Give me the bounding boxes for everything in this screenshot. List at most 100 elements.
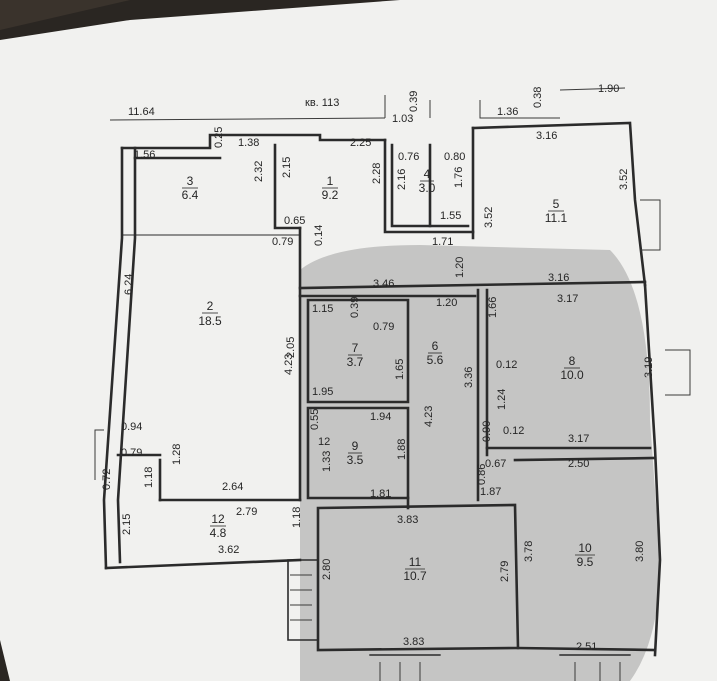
dimension-label: 2.25: [350, 137, 371, 149]
room-7-id: 7: [352, 341, 359, 355]
dimension-label: 2.15: [281, 157, 293, 178]
dimension-label: 0.90: [481, 421, 493, 442]
dimension-label: 2.15: [121, 514, 133, 535]
dimension-label: 2.80: [321, 559, 333, 580]
room-2-id: 2: [207, 299, 214, 313]
dimension-label: 1.94: [370, 411, 391, 423]
dimension-label: 0.39: [408, 91, 420, 112]
room-1-area: 9.2: [322, 188, 339, 202]
room-9-id: 9: [352, 439, 359, 453]
dimension-label: 0.38: [532, 87, 544, 108]
dimension-label: 1.81: [370, 488, 391, 500]
dimension-label: 2.05: [285, 337, 297, 358]
dimension-label: 4.23: [423, 406, 435, 427]
dimension-label: 2.50: [568, 458, 589, 470]
dimension-label: 1.71: [432, 236, 453, 248]
dimension-label: 3.62: [218, 544, 239, 556]
dimension-label: 0.25: [213, 127, 225, 148]
room-label-underlines: [182, 180, 595, 570]
dimension-label: 3.52: [618, 169, 630, 190]
dimension-label: 4.23: [283, 354, 295, 375]
dimension-label: 1.76: [453, 167, 465, 188]
dimension-label: 2.28: [371, 163, 383, 184]
dimension-label: 1.66: [487, 297, 499, 318]
dimension-label: 0.39: [349, 297, 361, 318]
room-3-area: 6.4: [182, 188, 199, 202]
room-labels: 1 9.2 2 18.5 3 6.4 4 3.0 5 11.1 6 5.6 7 …: [182, 167, 594, 583]
dimension-label: 3.78: [523, 541, 535, 562]
dimension-label: 3.52: [483, 207, 495, 228]
dimension-label: 0.79: [373, 321, 394, 333]
dimension-label: 2.79: [236, 506, 257, 518]
room-7-area: 3.7: [347, 355, 364, 369]
top-left-dim: 11.64: [128, 106, 155, 118]
dimension-label: 2.32: [253, 161, 265, 182]
dimension-label: 1.15: [312, 303, 333, 315]
dimension-label: 0.79: [272, 236, 293, 248]
top-wall-left: [120, 133, 387, 150]
room-9-area: 3.5: [347, 453, 364, 467]
dimension-label: 2.51: [576, 641, 597, 653]
dimension-label: 0.79: [121, 447, 142, 459]
room-10-id: 10: [578, 541, 592, 555]
dimension-label: 0.72: [101, 469, 113, 490]
dimension-label: 3.19: [643, 357, 655, 378]
room-8-area: 10.0: [560, 368, 584, 382]
dimension-label: 3.80: [634, 541, 646, 562]
room-11-area: 10.7: [403, 569, 427, 583]
room-6-area: 5.6: [427, 353, 444, 367]
room-11-id: 11: [409, 555, 422, 569]
dimension-label: 1.36: [497, 106, 518, 118]
room-2-area: 18.5: [198, 314, 222, 328]
dimension-label: 12: [318, 436, 330, 448]
dimension-label: 1.95: [312, 386, 333, 398]
dimension-label: 0.67: [485, 458, 506, 470]
room-4-area: 3.0: [419, 181, 436, 195]
table-corner: [0, 0, 130, 30]
left-wall: [102, 146, 124, 570]
dimension-label: 3.16: [536, 130, 557, 142]
room-4-id: 4: [424, 167, 431, 181]
dimension-label: 0.86: [476, 464, 488, 485]
dimension-label: 3.83: [397, 514, 418, 526]
room-3-id: 3: [187, 174, 194, 188]
room-1-id: 1: [327, 174, 334, 188]
dimension-label: 1.33: [321, 451, 333, 472]
dimension-label: 6.24: [123, 274, 135, 295]
dimension-label: 1.03: [392, 113, 413, 125]
room-10-area: 9.5: [577, 555, 594, 569]
room-12-area: 4.8: [210, 526, 227, 540]
dimension-label: 2.16: [396, 169, 408, 190]
dimension-label: 1.88: [396, 439, 408, 460]
dimension-label: 1.65: [394, 359, 406, 380]
dimension-label: 0.76: [398, 151, 419, 163]
dimension-label: 1.87: [480, 486, 501, 498]
dimension-label: 0.55: [309, 409, 321, 430]
walls: [102, 121, 662, 657]
room-5-area: 11.1: [545, 211, 568, 225]
apartment-label: кв. 113: [305, 97, 339, 109]
dimension-label: 1.18: [291, 507, 303, 528]
room-8-id: 8: [569, 354, 576, 368]
top-wall-right: [471, 121, 647, 287]
dimension-label: 1.24: [496, 389, 508, 410]
dimension-label: 0.94: [121, 421, 142, 433]
details: [94, 87, 691, 681]
room-5-id: 5: [553, 197, 560, 211]
dimension-label: 2.79: [499, 561, 511, 582]
dimension-label: 0.65: [284, 215, 305, 227]
dimension-label: 3.46: [373, 278, 394, 290]
shadow: [300, 245, 660, 681]
dimension-label: 0.12: [496, 359, 517, 371]
dimension-label: 0.12: [503, 425, 524, 437]
dimension-label: 1.18: [143, 467, 155, 488]
room-6-id: 6: [432, 339, 439, 353]
dimension-label: 3.16: [548, 272, 569, 284]
dimension-label: 1.38: [238, 137, 259, 149]
dimension-label: 3.17: [557, 293, 578, 305]
dimension-label: 1.20: [436, 297, 457, 309]
